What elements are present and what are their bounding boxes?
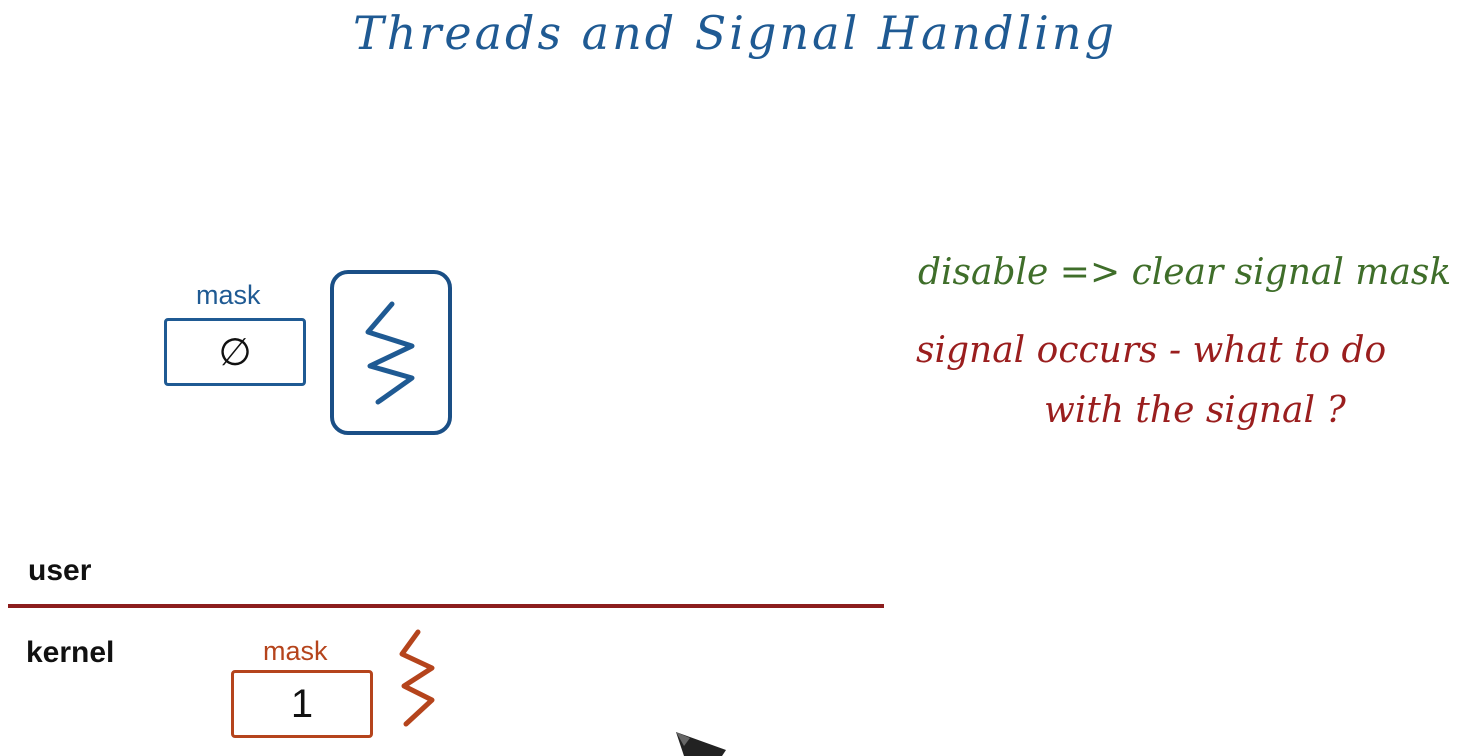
kernel-mask-value: 1 — [290, 681, 314, 726]
user-kernel-divider — [8, 604, 884, 608]
kernel-mask-label: mask — [263, 636, 328, 666]
signal-occurs-note-line2: with the signal ? — [1044, 390, 1346, 431]
kernel-squiggle-thread-icon — [399, 629, 435, 727]
pen-cursor-icon — [676, 732, 726, 756]
user-signal-mask-box: ∅ — [164, 318, 306, 386]
disable-note: disable => clear signal mask — [918, 252, 1452, 293]
user-mask-value: ∅ — [218, 331, 252, 374]
signal-occurs-note-line1: signal occurs - what to do — [916, 330, 1387, 371]
user-level-label: user — [28, 554, 92, 587]
kernel-signal-mask-box: 1 — [231, 670, 373, 738]
user-thread-box — [330, 270, 452, 435]
kernel-level-label: kernel — [26, 636, 115, 669]
diagram-title: Threads and Signal Handling — [353, 6, 1117, 60]
user-mask-label: mask — [196, 280, 261, 310]
squiggle-thread-icon — [365, 301, 415, 405]
